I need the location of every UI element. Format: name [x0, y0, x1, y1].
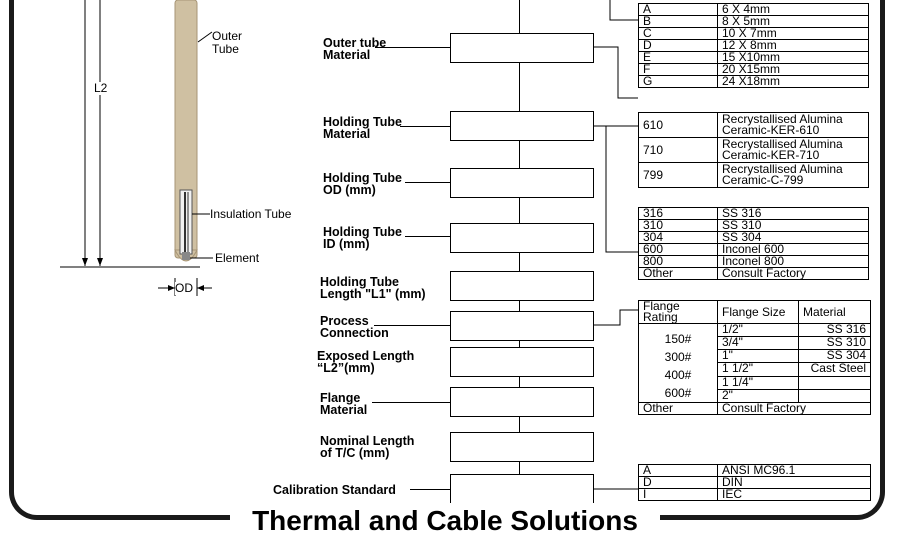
field-box-calibration-standard[interactable] — [450, 474, 594, 504]
size-value: 12 X 8mm — [717, 39, 869, 52]
outer-tube-label: Outer Tube — [212, 29, 243, 56]
field-label-exposed-length: Exposed Length “L2”(mm) — [317, 349, 415, 375]
flange-other-code: Other — [638, 402, 718, 415]
size-code: G — [638, 75, 718, 88]
calibration-code: D — [638, 476, 718, 489]
field-label-holding-tube-length: Holding Tube Length "L1" (mm) — [320, 275, 426, 301]
flange-rating: 300# — [664, 350, 692, 364]
flange-material: SS 304 — [797, 349, 872, 364]
calibration-value: ANSI MC96.1 — [717, 464, 871, 477]
flange-other-text: Consult Factory — [717, 402, 871, 415]
field-box-outer-tube-material[interactable] — [450, 33, 594, 63]
size-value: 15 X10mm — [717, 51, 869, 64]
flange-material: Cast Steel — [797, 362, 872, 377]
holding-material-value: Recrystallised Alumina Ceramic-C-799 — [717, 162, 869, 188]
metal-value: SS 316 — [717, 207, 869, 220]
flange-size: 1/2" — [717, 323, 799, 338]
flange-rating: 150# — [664, 332, 692, 346]
element-label: Element — [215, 251, 260, 265]
holding-material-value: Recrystallised Alumina Ceramic-KER-710 — [717, 137, 869, 163]
field-label-nominal-length: Nominal Length of T/C (mm) — [320, 434, 415, 460]
insulation-tube-label: Insulation Tube — [210, 207, 292, 221]
flange-rating: 400# — [664, 368, 692, 382]
field-box-holding-tube-id[interactable] — [450, 223, 594, 253]
flange-header-rating: Flange Rating — [638, 300, 718, 324]
field-box-exposed-length[interactable] — [450, 347, 594, 377]
field-label-holding-tube-material: Holding Tube Material — [323, 115, 402, 141]
field-box-holding-tube-material[interactable] — [450, 111, 594, 141]
field-box-holding-tube-od[interactable] — [450, 168, 594, 198]
field-label-outer-tube-material: Outer tube Material — [323, 36, 387, 62]
metal-value: SS 310 — [717, 219, 869, 232]
metal-code: Other — [638, 267, 718, 280]
holding-material-value: Recrystallised Alumina Ceramic-KER-610 — [717, 112, 869, 138]
field-label-flange-material: Flange Material — [320, 391, 368, 417]
flange-size: 2" — [717, 389, 799, 404]
field-label-process-connection: Process Connection — [320, 314, 389, 340]
flange-header-material: Material — [797, 300, 872, 324]
field-box-process-connection[interactable] — [450, 311, 594, 341]
flange-material: SS 310 — [797, 336, 872, 351]
field-box-nominal-length[interactable] — [450, 432, 594, 462]
calibration-code: I — [638, 488, 718, 501]
l2-label: L2 — [94, 81, 108, 95]
calibration-value: IEC — [717, 488, 871, 501]
holding-material-code: 799 — [638, 162, 718, 188]
metal-code: 316 — [638, 207, 718, 220]
od-label: OD — [175, 281, 193, 295]
field-box-flange-material[interactable] — [450, 387, 594, 417]
field-label-calibration-standard: Calibration Standard — [273, 483, 396, 497]
field-label-holding-tube-od: Holding Tube OD (mm) — [323, 171, 402, 197]
flange-header-size: Flange Size — [717, 300, 799, 324]
size-code: E — [638, 51, 718, 64]
element-shape — [182, 252, 190, 260]
holding-material-code: 610 — [638, 112, 718, 138]
field-box-holding-tube-length[interactable] — [450, 271, 594, 301]
field-label-holding-tube-id: Holding Tube ID (mm) — [323, 225, 402, 251]
flange-table: Flange Rating Flange Size Material 150# … — [638, 300, 872, 415]
holding-material-code: 710 — [638, 137, 718, 163]
metal-value: Consult Factory — [717, 267, 869, 280]
flange-rating: 600# — [664, 386, 692, 400]
size-value: 24 X18mm — [717, 75, 869, 88]
size-value: 20 X15mm — [717, 63, 869, 76]
footer-title: Thermal and Cable Solutions — [230, 503, 660, 539]
probe-drawing — [60, 0, 213, 296]
